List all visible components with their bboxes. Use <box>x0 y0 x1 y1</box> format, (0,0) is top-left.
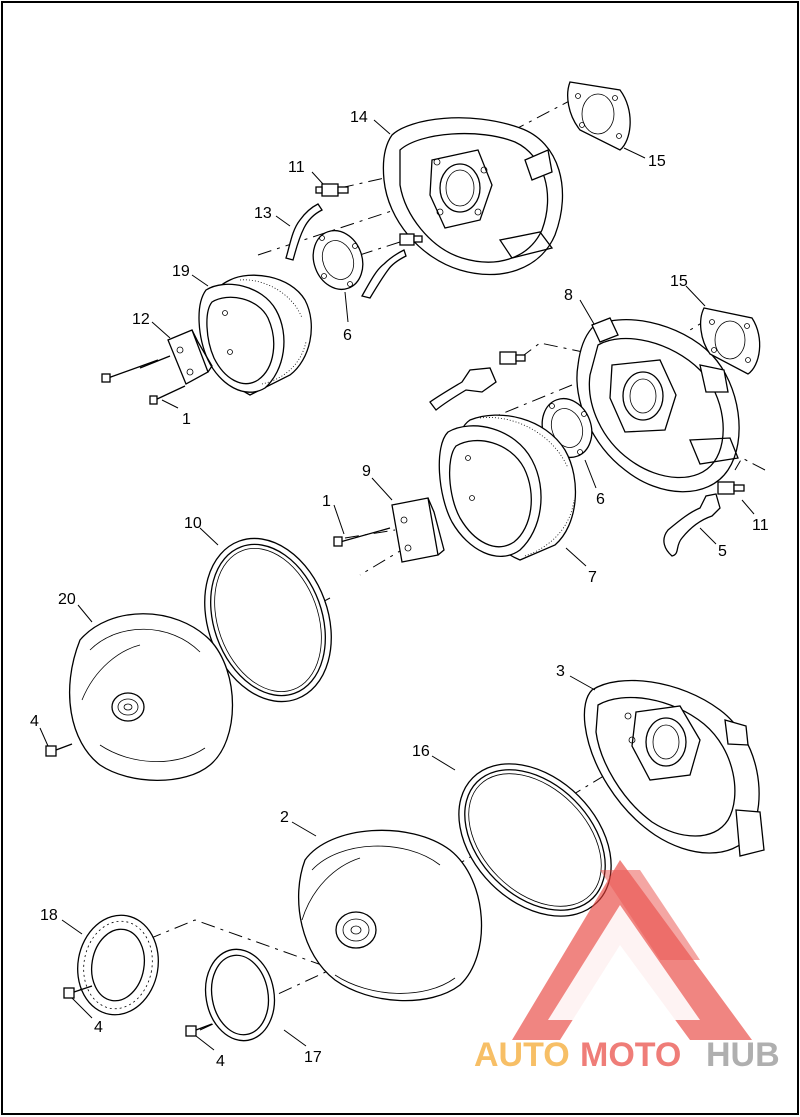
leader-lines <box>39 119 755 1051</box>
part-3-backplate <box>583 679 765 857</box>
callout-17: 17 <box>304 1049 322 1066</box>
callout-18: 18 <box>40 907 58 924</box>
callout-19: 19 <box>172 263 190 280</box>
callout-16: 16 <box>412 743 430 760</box>
part-2-cover <box>298 829 483 1002</box>
callout-13: 13 <box>254 205 272 222</box>
callout-4-middle: 4 <box>30 713 39 730</box>
callout-numbers: 14 15 11 13 6 19 12 1 8 15 6 11 5 9 1 7 … <box>30 109 769 1070</box>
part-1-screws-top <box>101 355 186 405</box>
part-5-breather-hose-middle-left <box>429 367 497 411</box>
callout-5: 5 <box>718 543 727 560</box>
part-4-screw-lower-left <box>63 985 93 999</box>
callout-11-top: 11 <box>288 159 305 176</box>
part-19-filter-element <box>198 274 312 396</box>
watermark-text-moto: MOTO <box>580 1036 681 1074</box>
callout-15-middle: 15 <box>670 273 688 290</box>
callout-7: 7 <box>588 569 597 586</box>
part-4-screw-lower-right <box>185 1023 213 1037</box>
callout-11-middle: 11 <box>752 517 769 534</box>
part-8-backplate <box>576 317 740 493</box>
part-17-trim-plate <box>204 948 276 1042</box>
callout-4-lower-left: 4 <box>94 1019 103 1036</box>
part-11-breather-bolt-top <box>315 183 349 197</box>
part-14-backplate <box>382 117 564 276</box>
callout-10: 10 <box>184 515 202 532</box>
part-6-gasket-top <box>312 229 364 291</box>
callout-2: 2 <box>280 809 289 826</box>
callout-15-top: 15 <box>648 153 666 170</box>
callout-6-middle: 6 <box>596 491 605 508</box>
part-9-bracket <box>391 497 445 563</box>
part-20-cover <box>69 613 234 782</box>
part-15-gasket-middle <box>699 307 761 375</box>
part-12-bracket <box>167 329 213 385</box>
part-13-breather-hose <box>285 203 407 299</box>
callout-1-middle: 1 <box>322 493 331 510</box>
callout-8: 8 <box>564 287 573 304</box>
callout-12: 12 <box>132 311 150 328</box>
part-11-breather-bolt-2 <box>399 233 423 246</box>
part-18-trim-ring <box>77 914 159 1016</box>
watermark-text-hub: HUB <box>706 1036 780 1074</box>
callout-6-top: 6 <box>343 327 352 344</box>
part-16-seal-ring <box>458 763 612 917</box>
callout-14: 14 <box>350 109 368 126</box>
callout-20: 20 <box>58 591 76 608</box>
part-11-breather-bolt-middle-left <box>499 351 526 365</box>
part-11-breather-bolt-right <box>717 481 745 495</box>
callout-3: 3 <box>556 663 565 680</box>
callout-9: 9 <box>362 463 371 480</box>
part-15-gasket-top <box>567 81 631 151</box>
part-7-filter-element <box>438 414 577 561</box>
part-4-screw-middle <box>45 743 73 757</box>
watermark-logo: AUTO MOTO HUB <box>474 860 780 1074</box>
callout-1-top: 1 <box>182 411 191 428</box>
callout-4-lower-right: 4 <box>216 1053 225 1070</box>
part-10-seal-ring <box>204 537 332 703</box>
part-1-screw-middle <box>333 527 391 547</box>
watermark-text-auto: AUTO <box>474 1036 570 1074</box>
part-5-breather-hose <box>663 493 721 557</box>
